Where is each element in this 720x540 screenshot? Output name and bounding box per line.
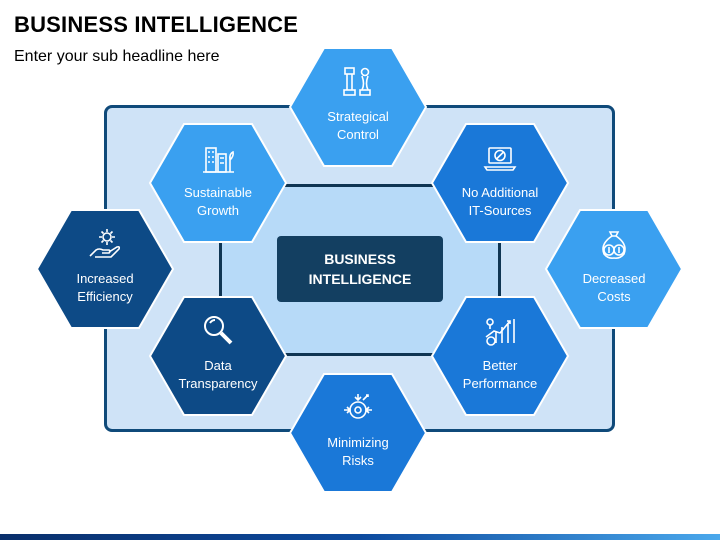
- center-label: BUSINESS INTELLIGENCE: [308, 251, 412, 287]
- hex-data-transparency: Data Transparency: [148, 296, 288, 416]
- hexagon-shape: [288, 373, 428, 493]
- money-bag-icon: [602, 231, 626, 259]
- magnifier-icon: [204, 316, 233, 345]
- hexagon-shape: [544, 209, 684, 329]
- hexagon-shape: [148, 296, 288, 416]
- hex-increased-efficiency: Increased Efficiency: [35, 209, 175, 329]
- hex-label: Better Performance: [462, 358, 538, 391]
- hexagon-shape: [430, 296, 570, 416]
- hex-label: No Additional IT-Sources: [461, 185, 539, 218]
- target-risk-icon: [344, 394, 372, 419]
- hex-strategical-control: Strategical Control: [288, 47, 428, 167]
- hex-sustainable-growth: Sustainable Growth: [148, 123, 288, 243]
- slide-subtitle: Enter your sub headline here: [14, 48, 220, 65]
- slide-title: BUSINESS INTELLIGENCE: [14, 12, 299, 37]
- hand-gear-icon: [89, 229, 121, 258]
- bottom-accent-bar: [0, 534, 720, 540]
- hex-no-additional-it-sources: No Additional IT-Sources: [430, 123, 570, 243]
- hex-label: Data Transparency: [178, 358, 258, 391]
- growth-buildings-icon: [203, 147, 234, 173]
- center-box: BUSINESS INTELLIGENCE: [277, 236, 443, 302]
- hex-label: Increased Efficiency: [76, 271, 134, 304]
- laptop-no-icon: [483, 147, 517, 171]
- hex-label: Minimizing Risks: [327, 435, 389, 468]
- hex-better-performance: Better Performance: [430, 296, 570, 416]
- hexagon-shape: [148, 123, 288, 243]
- hexagon-shape: [288, 47, 428, 167]
- hex-label: Strategical Control: [327, 109, 389, 142]
- hex-label: Decreased Costs: [582, 271, 646, 304]
- hex-decreased-costs: Decreased Costs: [544, 209, 684, 329]
- chess-pieces-icon: [343, 67, 371, 96]
- hex-minimizing-risks: Minimizing Risks: [288, 373, 428, 493]
- hexagon-shape: [35, 209, 175, 329]
- hex-label: Sustainable Growth: [184, 185, 252, 218]
- performance-chart-icon: [485, 318, 515, 346]
- hexagon-shape: [430, 123, 570, 243]
